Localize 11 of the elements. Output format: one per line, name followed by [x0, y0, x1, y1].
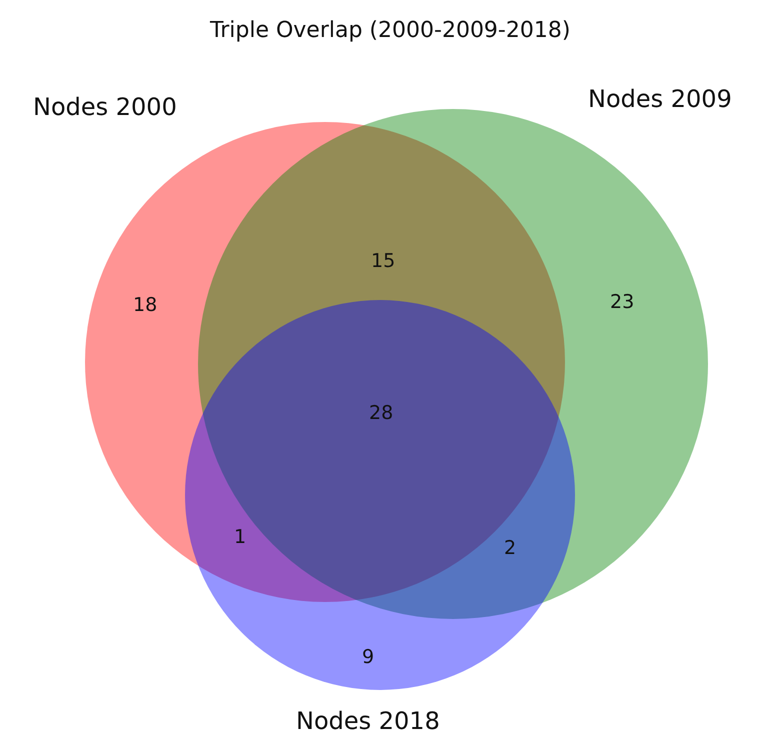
set-label: Nodes 2000 — [33, 94, 177, 122]
region-count: 2 — [504, 538, 516, 560]
region-count: 18 — [133, 295, 158, 317]
set-label: Nodes 2018 — [296, 708, 440, 736]
set-label: Nodes 2009 — [588, 86, 732, 114]
chart-title: Triple Overlap (2000-2009-2018) — [210, 18, 570, 43]
region-count: 23 — [610, 292, 634, 314]
region-count: 15 — [371, 251, 396, 273]
region-count: 9 — [362, 647, 374, 669]
region-count: 1 — [234, 527, 246, 549]
region-count: 28 — [369, 403, 394, 425]
